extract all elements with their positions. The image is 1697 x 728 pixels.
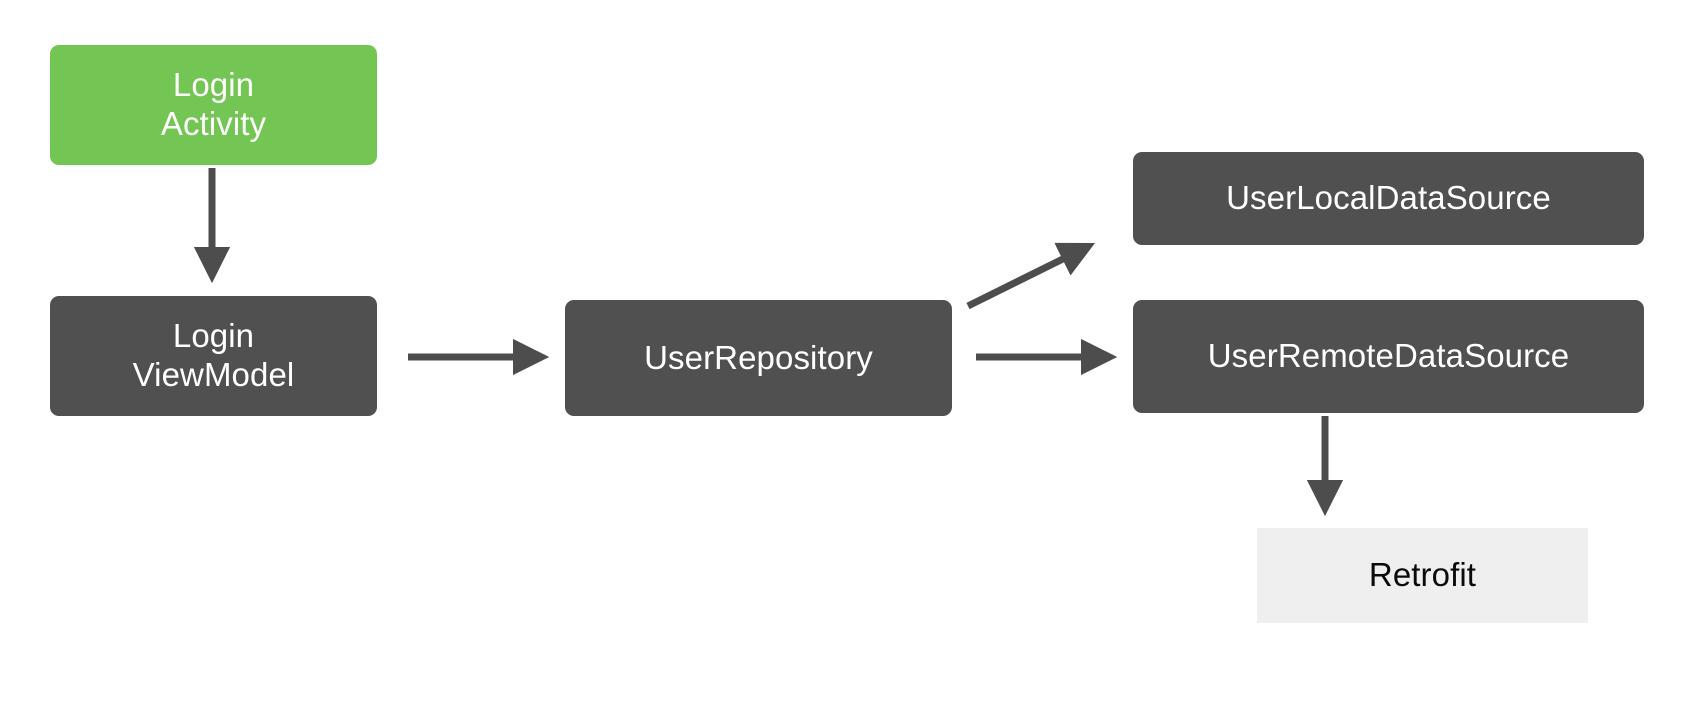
edge-repository-to-local-datasource (966, 242, 1096, 310)
node-user-repository[interactable]: UserRepository (565, 300, 952, 416)
node-retrofit[interactable]: Retrofit (1257, 528, 1588, 623)
node-login-viewmodel[interactable]: Login ViewModel (50, 296, 377, 416)
node-user-remote-datasource[interactable]: UserRemoteDataSource (1133, 300, 1644, 413)
node-user-local-datasource[interactable]: UserLocalDataSource (1133, 152, 1644, 245)
node-login-activity[interactable]: Login Activity (50, 45, 377, 165)
